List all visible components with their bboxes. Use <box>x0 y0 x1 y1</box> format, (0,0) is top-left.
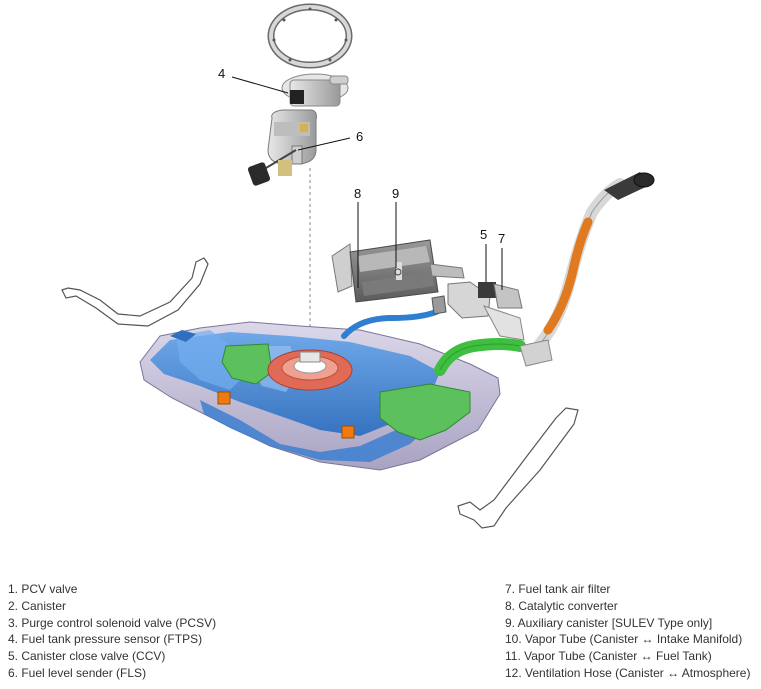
callout-5: 5 <box>480 227 487 242</box>
legend-item-10: 10. Vapor Tube (Canister ↔ Intake Manifo… <box>505 632 743 647</box>
fuel-pump-module <box>247 73 349 186</box>
tank-strap-right <box>457 407 579 529</box>
leader-line-4 <box>231 76 289 94</box>
legend-right-column: 7. Fuel tank air filter 8. Catalytic con… <box>505 581 750 682</box>
legend-item-7: 7. Fuel tank air filter <box>505 582 611 596</box>
pump-mount-ring <box>267 349 353 391</box>
baffle-panel-left <box>221 343 273 385</box>
legend-item-11: 11. Vapor Tube (Canister ↔ Fuel Tank) <box>505 649 712 664</box>
legend-item-5: 5. Canister close valve (CCV) <box>8 649 166 664</box>
legend-item-2: 2. Canister <box>8 598 67 613</box>
callout-4: 4 <box>218 66 225 81</box>
orange-tab <box>341 425 355 439</box>
orange-tab <box>217 391 231 405</box>
tank-strap-left <box>61 257 209 327</box>
callout-6: 6 <box>356 129 363 144</box>
legend-item-3: 3. Purge control solenoid valve (PCSV) <box>8 615 217 630</box>
legend-item-12: 12. Ventilation Hose (Canister ↔ Atmosph… <box>505 665 751 680</box>
legend-item-8: 8. Catalytic converter <box>505 598 618 613</box>
filler-pipe <box>519 172 655 367</box>
pump-gasket-ring <box>267 3 353 69</box>
legend-item-1: 1. PCV valve <box>8 582 78 596</box>
vapor-tube-blue <box>341 309 439 339</box>
legend-item-9: 9. Auxiliary canister [SULEV Type only] <box>505 615 713 630</box>
evap-system-diagram: 4 6 8 9 5 7 <box>61 3 655 529</box>
canister-close-valve <box>447 281 525 341</box>
canister <box>331 239 465 315</box>
legend-item-4: 4. Fuel tank pressure sensor (FTPS) <box>8 632 203 647</box>
legend-left-column: 1. PCV valve 2. Canister 3. Purge contro… <box>8 581 216 682</box>
legend-item-6: 6. Fuel level sender (FLS) <box>8 665 147 680</box>
callout-9: 9 <box>392 186 399 201</box>
baffle-panel-right <box>379 383 471 441</box>
leader-line-6 <box>297 137 351 151</box>
callout-7: 7 <box>498 231 505 246</box>
callout-8: 8 <box>354 186 361 201</box>
